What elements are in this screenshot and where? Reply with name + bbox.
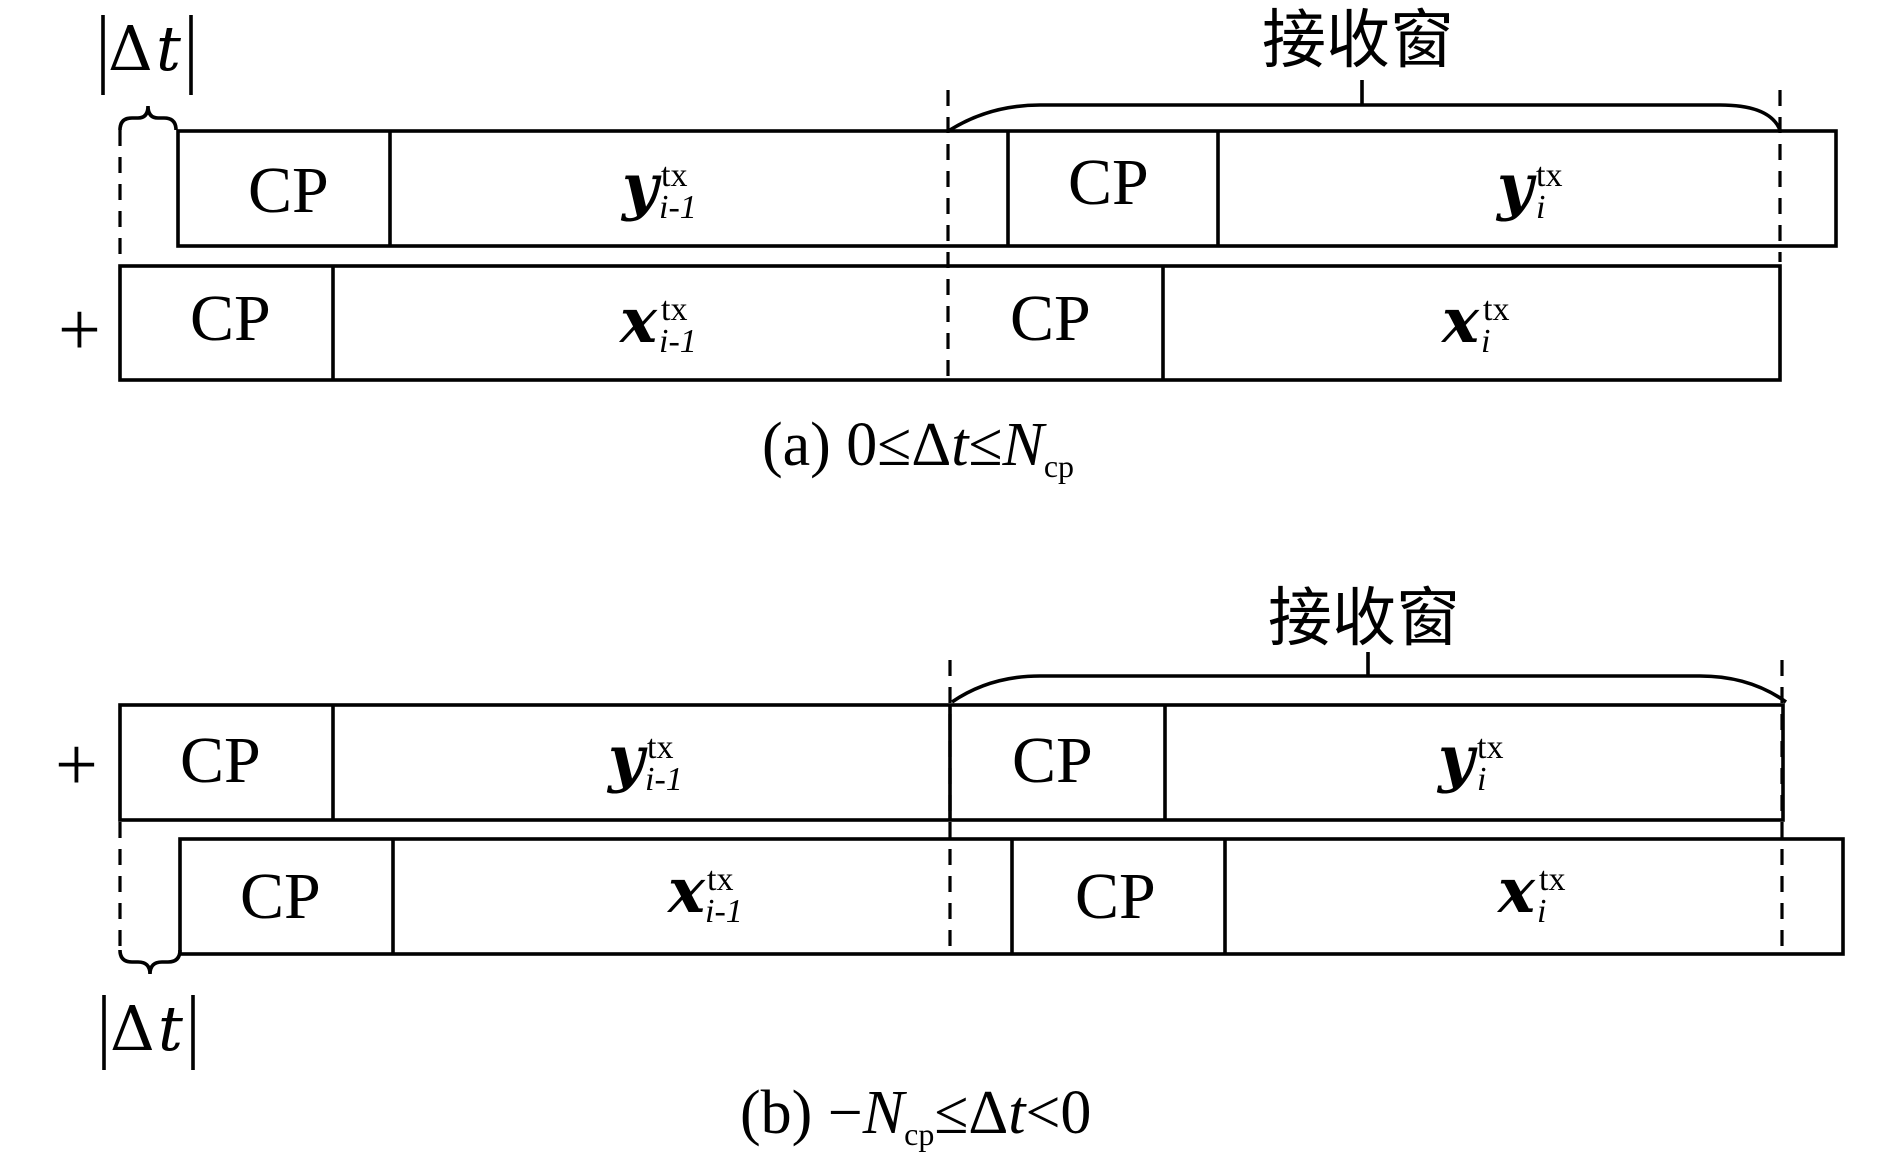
receive-window-a: 接收窗: [946, 4, 1782, 380]
t-symbol: t: [156, 12, 181, 85]
cp-label: CP: [240, 860, 321, 933]
cp-label: CP: [180, 724, 261, 797]
cp-label: CP: [248, 154, 329, 227]
y-prev-symbol: y tx i-1: [606, 722, 683, 798]
svg-text:(a) 0≤Δt≤Ncp: (a) 0≤Δt≤Ncp: [762, 411, 1074, 484]
svg-text:x: x: [1440, 284, 1480, 357]
receive-window-b: 接收窗: [948, 582, 1788, 955]
caption-a: (a) 0≤Δt≤Ncp: [762, 411, 1074, 484]
delta-t-brace: [118, 949, 182, 975]
plus-sign: +: [55, 723, 98, 807]
svg-text:tx: tx: [707, 861, 733, 898]
svg-text:x: x: [666, 854, 706, 927]
panel-a: Δ t 接收窗 CP CP y tx i-1: [58, 4, 1838, 484]
cp-label: CP: [1075, 860, 1156, 933]
row-x-a: + CP CP x tx i-1 x tx i: [58, 264, 1782, 382]
x-cur-symbol: x tx i: [1440, 284, 1509, 360]
svg-text:tx: tx: [1539, 861, 1565, 898]
delta-symbol: Δ: [110, 992, 155, 1065]
delta-t-marker-a: Δ t: [101, 12, 193, 260]
svg-text:i-1: i-1: [659, 323, 697, 360]
svg-text:tx: tx: [1477, 729, 1503, 766]
cp-label: CP: [190, 282, 271, 355]
svg-text:y: y: [1495, 150, 1537, 223]
y-cur-symbol: y tx i: [1495, 150, 1562, 226]
cp-label: CP: [1068, 146, 1149, 219]
svg-text:i-1: i-1: [705, 893, 743, 930]
x-cur-symbol: x tx i: [1496, 854, 1565, 930]
svg-text:y: y: [620, 150, 662, 223]
panel-b: 接收窗 + CP CP y tx i-1 y tx i: [55, 582, 1845, 1152]
svg-text:(b) −Ncp≤Δt<0: (b) −Ncp≤Δt<0: [740, 1079, 1091, 1152]
t-symbol: t: [158, 992, 183, 1065]
cp-label: CP: [1012, 724, 1093, 797]
delta-symbol: Δ: [108, 12, 153, 85]
x-prev-symbol: x tx i-1: [618, 284, 697, 360]
x-prev-symbol: x tx i-1: [666, 854, 743, 930]
caption-b: (b) −Ncp≤Δt<0: [740, 1079, 1091, 1152]
row-y-b: + CP CP y tx i-1 y tx i: [55, 703, 1785, 822]
delta-t-brace: [118, 105, 178, 131]
svg-text:tx: tx: [1483, 291, 1509, 328]
svg-text:tx: tx: [661, 291, 687, 328]
cp-label: CP: [1010, 282, 1091, 355]
svg-text:x: x: [618, 284, 658, 357]
svg-text:i-1: i-1: [645, 761, 683, 798]
svg-text:i: i: [1537, 893, 1546, 930]
plus-sign: +: [58, 288, 101, 372]
svg-text:i-1: i-1: [659, 189, 697, 226]
receive-window-label: 接收窗: [1262, 4, 1454, 78]
svg-text:i: i: [1481, 323, 1490, 360]
svg-text:x: x: [1496, 854, 1536, 927]
receive-window-brace: [949, 103, 1782, 132]
y-cur-symbol: y tx i: [1436, 722, 1503, 798]
receive-window-label: 接收窗: [1268, 582, 1460, 656]
receive-window-brace: [950, 674, 1788, 704]
svg-text:tx: tx: [1536, 157, 1562, 194]
y-prev-symbol: y tx i-1: [620, 150, 697, 226]
svg-text:tx: tx: [647, 729, 673, 766]
svg-text:y: y: [1436, 722, 1478, 795]
row-x-b: CP CP x tx i-1 x tx i: [178, 837, 1845, 956]
row-y-a: CP CP y tx i-1 y tx i: [176, 129, 1838, 248]
svg-text:tx: tx: [661, 157, 687, 194]
svg-text:i: i: [1477, 761, 1486, 798]
svg-text:y: y: [606, 722, 648, 795]
svg-text:i: i: [1536, 189, 1545, 226]
delta-t-marker-b: Δ t: [102, 822, 195, 1070]
